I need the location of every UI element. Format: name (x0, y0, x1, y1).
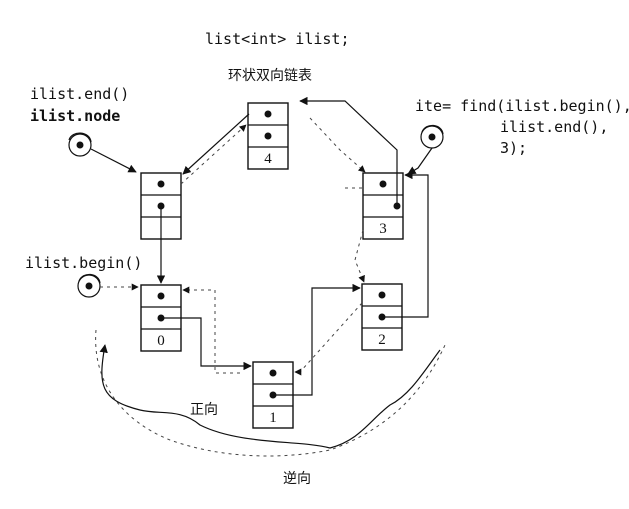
forward-label: 正向 (190, 402, 218, 418)
begin-call-label: ilist.begin() (25, 254, 142, 272)
node-value: 4 (264, 151, 272, 167)
node-value: 3 (379, 221, 387, 237)
backward-label: 逆向 (283, 471, 311, 487)
node-4: 4 (247, 102, 289, 170)
find-call-line-1: ite= find(ilist.begin(), (415, 97, 629, 115)
end-call-label: ilist.end() (30, 85, 129, 103)
end-iterator-marker (68, 132, 92, 157)
node-value: 0 (157, 333, 165, 349)
declaration-text: list<int> ilist; (205, 30, 350, 48)
caption-text: 环状双向链表 (228, 68, 312, 84)
begin-iterator-marker (77, 273, 101, 298)
node-links (156, 96, 429, 396)
end-pointer-arrow (90, 148, 137, 173)
find-call-line-2: ilist.end(), (500, 118, 608, 136)
node-3: 3 (345, 172, 404, 240)
forward-direction-curve (99, 344, 441, 449)
ite-pointer-arrow (407, 147, 433, 175)
node-value: 2 (378, 332, 386, 348)
node-2: 2 (361, 283, 403, 351)
node-value: 1 (269, 410, 277, 426)
node-member-label: ilist.node (30, 107, 120, 125)
backward-direction-curve (95, 329, 446, 457)
ite-iterator-marker (420, 124, 444, 149)
find-call-line-3: 3); (500, 139, 527, 157)
